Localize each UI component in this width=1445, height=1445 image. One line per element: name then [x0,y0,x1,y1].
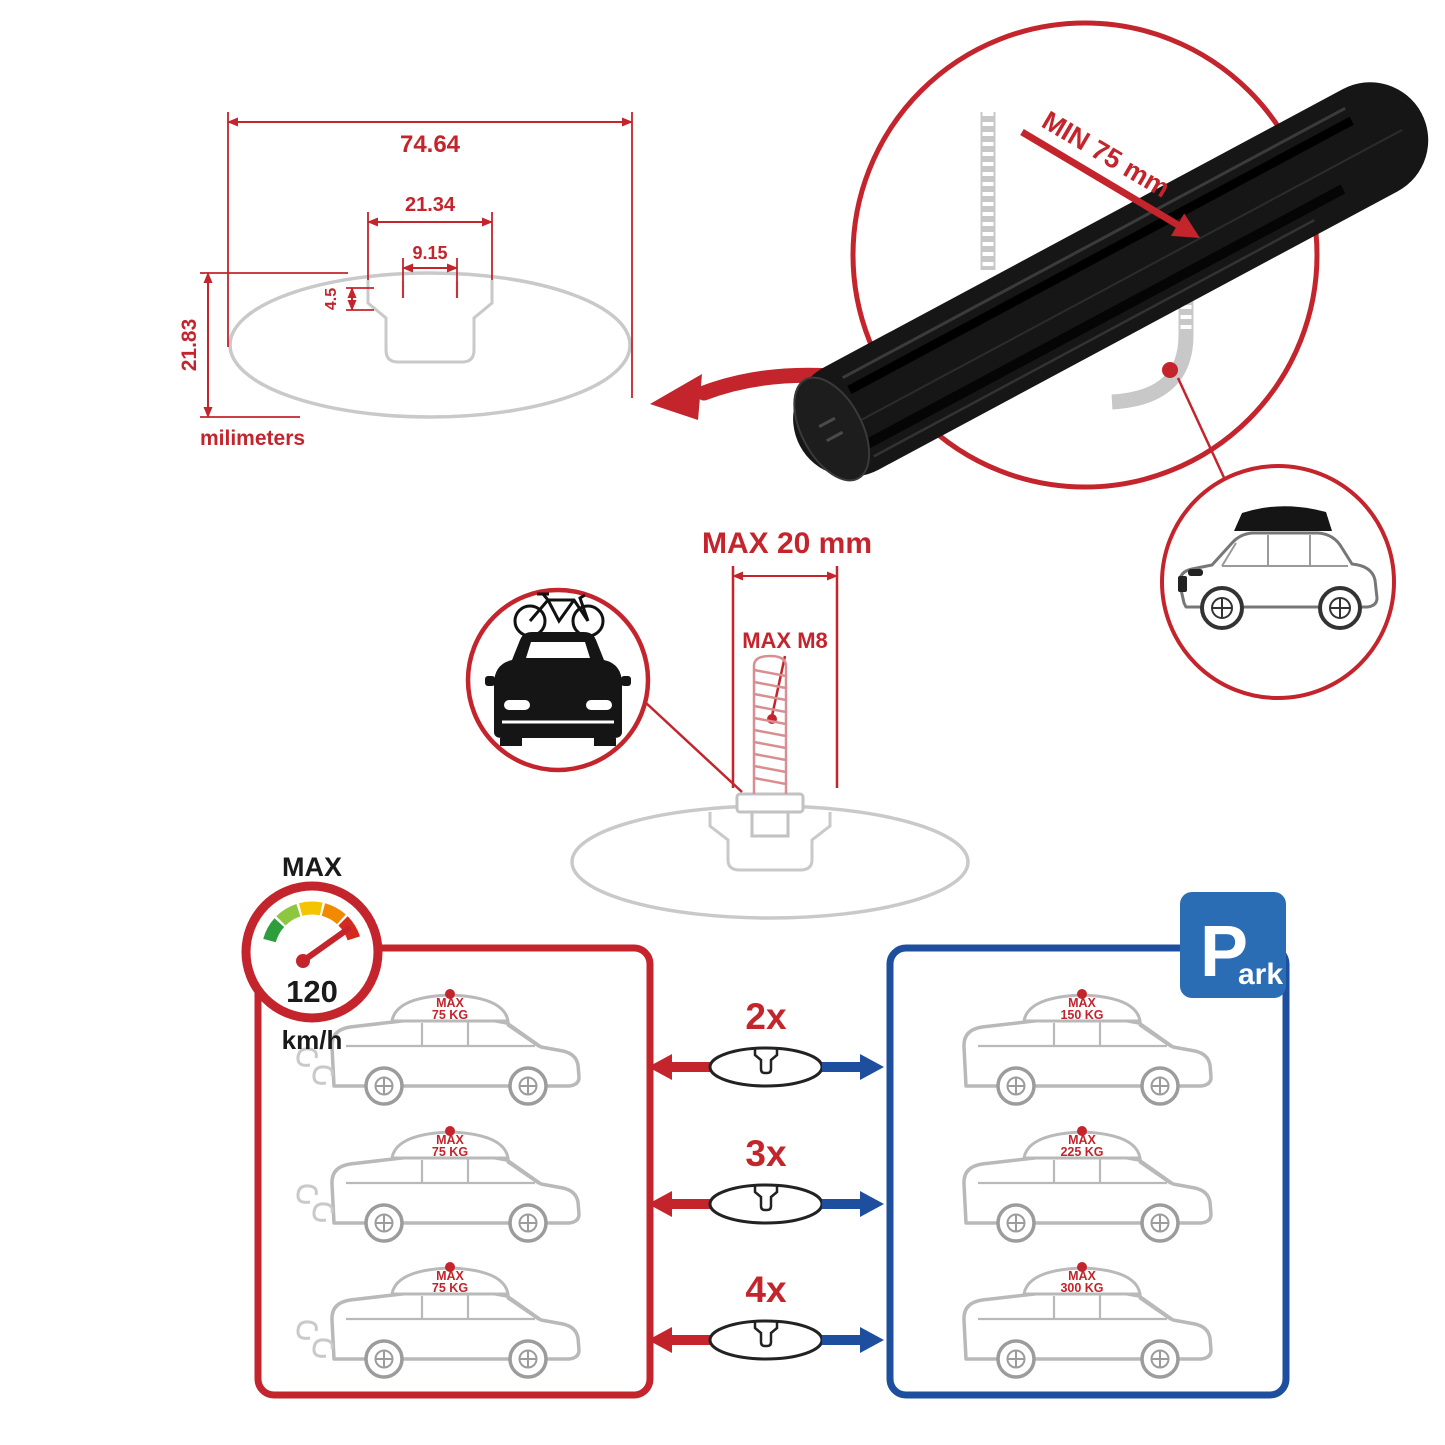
multiplier-row-2: 3x [648,1133,884,1225]
car-front-bike-icon [465,587,743,793]
crossbar-profile-icon [708,1319,824,1361]
t-slot-bottom [708,812,832,872]
suv-roofbox-icon [1160,464,1396,700]
crossbar-cross-section-diagram: 74.64 21.34 9.15 4.5 21.83 milimeters [178,112,633,450]
speed-max-label: MAX [282,852,342,882]
combined-load-max-label: MAX [1068,1269,1096,1283]
crossbar-3d-detail: MIN 75 mm [793,20,1429,490]
exhaust-squiggle [296,1320,334,1358]
driving-car-row-3: MAX 75 KG [296,1260,581,1379]
multiplier-row-1: 2x [648,996,884,1088]
callout-leader-line [1176,377,1228,483]
combined-load-value: 150 KG [1060,1008,1103,1022]
fitting-bolt-diagram: MAX 20 mm MAX M8 [465,527,970,920]
single-load-value: 75 KG [432,1145,468,1159]
t-slot-inner-notches [401,281,459,298]
dim-inner-width-label: 9.15 [412,243,447,263]
arrow-right-blue-icon [822,1191,884,1217]
speed-value: 120 [286,974,338,1009]
dim-lip-depth-label: 4.5 [323,288,340,310]
single-load-max-label: MAX [436,996,464,1010]
parked-car-row-3: MAX 300 KG [962,1260,1213,1379]
multiplier-row-3: 4x [648,1269,884,1361]
combined-load-value: 225 KG [1060,1145,1103,1159]
combined-load-value: 300 KG [1060,1281,1103,1295]
dimension-extension-lines [200,112,633,418]
single-load-value: 75 KG [432,1281,468,1295]
arrow-left-red-icon [648,1054,710,1080]
arrow-left-red-icon [648,1327,710,1353]
arrow-right-blue-icon [822,1327,884,1353]
dim-height-label: 21.83 [178,319,201,372]
exhaust-squiggle [296,1184,334,1222]
bolt-max-length-label: MAX 20 mm [702,527,872,560]
detail-circle-outline [850,20,1320,490]
bolt-extension-lines [731,566,839,788]
black-crossbar [793,82,1429,482]
parked-car-row-1: MAX 150 KG [962,987,1213,1106]
crossbar-profile-icon [708,1046,824,1088]
parked-car-row-2: MAX 225 KG [962,1124,1213,1243]
driving-car-row-2: MAX 75 KG [296,1124,581,1243]
driving-car-row-1: MAX 75 KG [296,987,581,1106]
units-label: milimeters [200,427,305,450]
multiplier-label: 3x [745,1133,787,1174]
single-load-max-label: MAX [436,1133,464,1147]
parking-sign-letter: P [1200,912,1248,992]
multiplier-label: 4x [745,1269,787,1310]
parking-sign-suffix: ark [1238,958,1283,991]
dim-total-width-label: 74.64 [400,131,461,158]
crossbar-profile-icon [708,1183,824,1225]
exhaust-squiggle [296,1047,334,1085]
roof-box [1234,506,1332,531]
combined-load-max-label: MAX [1068,996,1096,1010]
speedometer-icon: MAX 120 km/h [241,852,383,1055]
arrow-right-blue-icon [822,1054,884,1080]
combined-load-max-label: MAX [1068,1133,1096,1147]
bolt-thread-label: MAX M8 [742,628,828,653]
multiplier-label: 2x [745,996,787,1037]
dim-top-width-label: 21.34 [405,194,456,216]
threaded-stud [752,654,788,794]
crossbar-profile-outline [228,271,632,419]
speed-unit: km/h [282,1025,343,1055]
arrow-left-red-icon [648,1191,710,1217]
parking-sign: P ark [1180,892,1286,998]
gauge-needle [300,926,351,964]
bolt-flange [735,792,805,814]
single-load-max-label: MAX [436,1269,464,1283]
t-slot-channel-outline [366,280,494,364]
clamp-callout-dot [1162,362,1178,378]
t-nut-stem [750,810,790,838]
single-load-value: 75 KG [432,1008,468,1022]
